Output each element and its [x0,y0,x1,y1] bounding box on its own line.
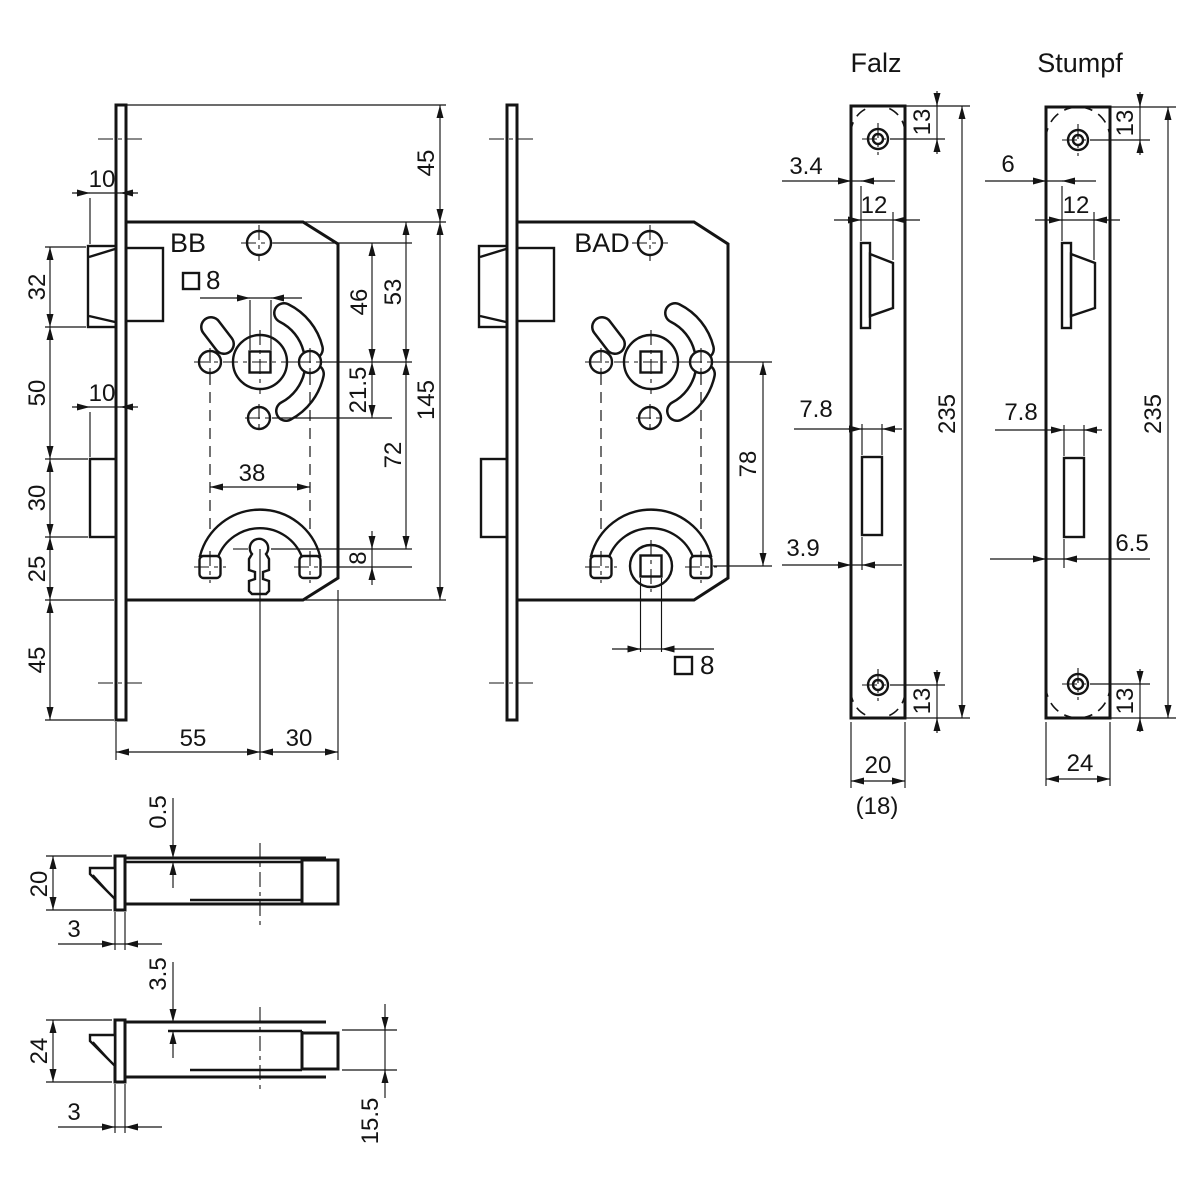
dim-label: 24 [26,1038,53,1065]
falz-dimensions [782,91,966,785]
dim-label: 21.5 [345,367,372,414]
dim-label: 6.5 [1115,530,1148,557]
falz-faceplate-view: Falz [782,48,970,820]
dim-label: 50 [24,380,51,407]
bb-keyhole [247,537,271,596]
dim-label: 235 [934,394,961,434]
dim-label: 3.9 [786,535,819,562]
bad-spring-arc [589,508,713,559]
dim-label: 145 [413,380,440,420]
dim-label: 24 [1067,750,1094,777]
bad-spindle-size-label: 8 [700,650,714,680]
dim-label: 7.8 [1004,399,1037,426]
dim-label: 0.5 [145,795,172,828]
dim-label: 38 [239,460,266,487]
dim-label: 12 [861,192,888,219]
dim-label: 53 [380,279,407,306]
square-spindle-icon [673,655,694,676]
dim-label: 55 [180,725,207,752]
dim-label: 30 [286,725,313,752]
dim-label: 6 [1001,151,1014,178]
stumpf-dimensions [985,92,1172,783]
dim-label: 3 [67,1099,80,1126]
dim-label: 20 [26,871,53,898]
square-spindle-icon [181,271,201,291]
dim-label: 10 [89,380,116,407]
dim-label: 45 [413,150,440,177]
dim-label: 13 [909,109,936,136]
stumpf-plate [1044,105,1112,720]
dim-label: 32 [24,274,51,301]
bb-spindle-size-label: 8 [206,265,220,295]
dim-label: 8 [345,551,372,564]
bb-deadbolt [88,457,118,539]
dim-label: 15.5 [357,1098,384,1145]
stumpf-faceplate-view: Stumpf [985,48,1176,786]
bad-lock-view: BAD 8 78 [477,103,772,722]
bad-latchbolt [477,244,509,329]
dim-label: 13 [1112,688,1139,715]
dim-label: 46 [346,289,373,316]
dim-label: 78 [735,451,762,478]
dim-label: 30 [24,485,51,512]
dim-label: 7.8 [799,396,832,423]
stumpf-section-view: 3.5 24 3 15.5 [26,957,397,1144]
bb-latchbolt [86,244,118,329]
bb-lock-view: BB 8 10 10 32 50 30 25 45 45 46 53 21.5 … [24,103,446,760]
bb-title: BB [170,228,206,258]
falz-title: Falz [850,48,901,78]
falz-section-view: 0.5 20 3 [26,795,340,950]
bad-title: BAD [574,228,630,258]
dim-label: 3 [67,916,80,943]
dim-label: 20 [865,752,892,779]
stumpf-title: Stumpf [1037,48,1123,78]
bad-dimensions [612,362,767,653]
dim-label: 3.5 [145,957,172,990]
dim-label: 13 [909,688,936,715]
dim-label: 25 [24,556,51,583]
bb-dimensions [46,105,444,756]
dim-label: 3.4 [789,153,822,180]
bb-lock-case [124,220,340,602]
dim-label: 72 [380,442,407,469]
bad-deadbolt [479,457,509,539]
dim-label: (18) [856,793,899,820]
bb-spring-arc [198,508,322,559]
dim-label: 10 [89,166,116,193]
falz-bolt-opening [860,455,884,537]
bad-lock-case [515,220,730,602]
stumpf-bolt-opening [1062,456,1086,539]
dim-label: 13 [1112,110,1139,137]
dim-label: 12 [1063,192,1090,219]
dim-label: 45 [24,647,51,674]
dim-label: 235 [1140,394,1167,434]
